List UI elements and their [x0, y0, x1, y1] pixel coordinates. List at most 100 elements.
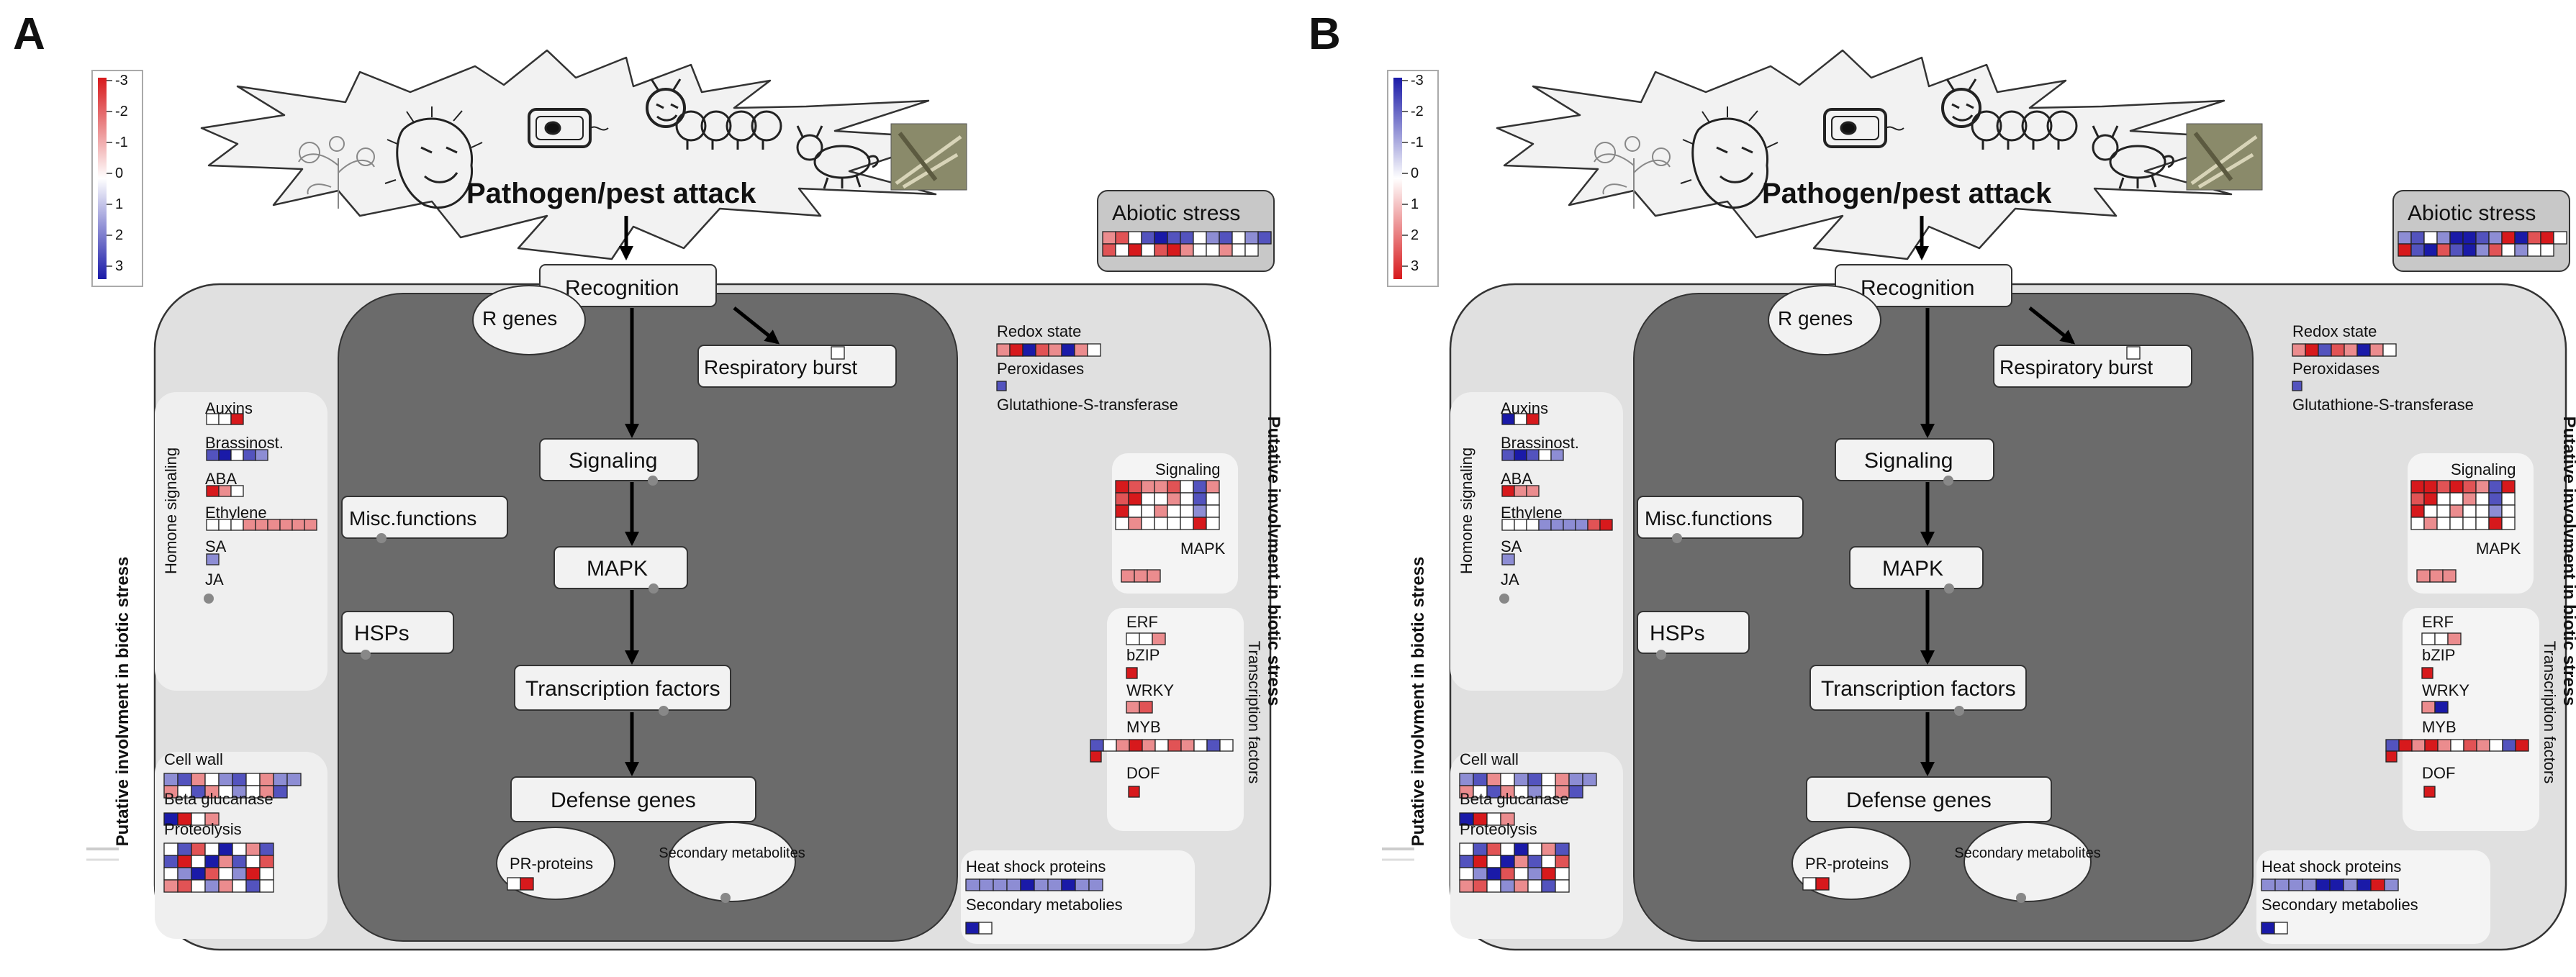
heat-cell: [1061, 878, 1076, 891]
connector-dot: [659, 706, 669, 716]
heatmap-cells: [2261, 878, 2399, 891]
heat-cell: [2421, 667, 2433, 679]
caterpillar-face: [1945, 78, 1977, 122]
bacterium-flagellum: [1885, 126, 1904, 131]
caterpillar-head: [646, 88, 686, 128]
heat-cell: [2318, 343, 2332, 357]
misc-functions-box: [1637, 496, 1804, 539]
hormone-group-label: SA: [205, 537, 227, 555]
heat-cell: [218, 519, 232, 531]
heat-cell: [2288, 878, 2303, 891]
heat-cell: [2462, 231, 2477, 245]
heat-cell: [1128, 492, 1142, 506]
colorbar-gradient: [98, 78, 107, 279]
heat-cell: [177, 855, 192, 868]
hormone-group-label: Ethylene: [205, 504, 267, 522]
plant-flower: [356, 147, 375, 166]
connector-dot: [2016, 893, 2026, 903]
caterpillar-segment: [2021, 110, 2053, 142]
heat-cell: [2274, 878, 2290, 891]
heatmap-cells: [2421, 632, 2462, 645]
right-side-label: Putative involvment in biotic stress: [1264, 417, 1281, 706]
heat-cell: [2488, 243, 2503, 257]
heat-cell: [1815, 877, 1830, 891]
peroxidases-label: Peroxidases: [2292, 360, 2380, 378]
heat-cell: [1128, 504, 1142, 518]
hsps-box: [341, 611, 454, 654]
heat-cell: [177, 867, 192, 881]
defense-genes-box: [510, 776, 756, 822]
heat-cell: [273, 785, 288, 799]
heat-cell: [243, 449, 256, 461]
heat-cell: [232, 773, 247, 786]
heatmap-cells: [1459, 773, 1597, 799]
heat-cell: [1501, 519, 1515, 531]
heat-cell: [2475, 243, 2490, 257]
heat-cell: [2411, 739, 2426, 752]
beetle-head: [2092, 134, 2119, 161]
signaling-label: Signaling: [1864, 449, 1953, 473]
caterpillar-segment: [675, 110, 707, 142]
heat-cell: [245, 773, 261, 786]
heat-cell: [2274, 922, 2288, 935]
beetle-legs: [2092, 125, 2174, 189]
heat-cell: [2501, 243, 2516, 257]
heatmap-cells: [2416, 569, 2457, 583]
heat-cell: [2261, 878, 2276, 891]
heat-cell: [2356, 343, 2371, 357]
respiratory-burst-box: [1993, 345, 2192, 388]
heat-cell: [2126, 346, 2141, 360]
heat-cell: [2436, 504, 2451, 518]
heat-cell: [2398, 739, 2413, 752]
panel-letter: A: [13, 9, 45, 59]
heat-cell: [2442, 569, 2457, 583]
heat-cell: [204, 812, 220, 826]
heat-cell: [2369, 343, 2384, 357]
heat-cell: [1154, 243, 1168, 257]
heat-cell: [2398, 243, 2412, 257]
r-genes-ellipse: [472, 285, 586, 355]
heat-cell: [230, 413, 244, 425]
redox-label: Redox state: [997, 322, 1081, 340]
heat-cell: [2475, 480, 2490, 494]
heat-cell: [163, 842, 178, 856]
photo-shadow: [2193, 132, 2233, 181]
heat-cell: [243, 519, 256, 531]
heat-cell: [1555, 842, 1570, 856]
caterpillar-segment: [1971, 110, 2002, 142]
heat-cell: [2475, 492, 2490, 506]
heat-cell: [1514, 485, 1527, 497]
heat-cell: [1541, 842, 1556, 856]
heat-cell: [1500, 812, 1515, 826]
heat-cell: [2488, 480, 2503, 494]
heat-cell: [2305, 343, 2319, 357]
transcription-factors-label: Transcription factors: [525, 677, 720, 701]
redox-label: Redox state: [2292, 322, 2377, 340]
heat-cell: [507, 877, 521, 891]
right-column: Putative involvment in biotic stress Redo…: [961, 322, 1281, 944]
heat-cell: [1154, 480, 1168, 494]
heat-cell: [1231, 243, 1246, 257]
heat-cell: [1167, 492, 1181, 506]
heat-cell: [1020, 878, 1035, 891]
heat-cell: [1087, 343, 1101, 357]
heat-cell: [1486, 842, 1501, 856]
heat-cell: [2261, 922, 2275, 935]
heat-cell: [286, 773, 302, 786]
bacterium-flagellum: [589, 126, 609, 131]
heatmap-cells: [1501, 413, 1540, 425]
heat-cell: [2292, 343, 2306, 357]
colorbar-label: 0: [1411, 165, 1419, 181]
heat-cell: [2488, 231, 2503, 245]
heat-cell: [2434, 632, 2449, 645]
heat-cell: [1006, 878, 1021, 891]
secondary-metabolites-ellipse: [1963, 822, 2092, 902]
heatmap-cells: [1802, 877, 1830, 891]
heat-cell: [1582, 773, 1597, 786]
recognition-label: Recognition: [1861, 276, 1974, 300]
heat-cell: [191, 842, 206, 856]
hormone-panel: [155, 392, 327, 691]
heat-cell: [267, 519, 281, 531]
connector-dot: [720, 893, 731, 903]
